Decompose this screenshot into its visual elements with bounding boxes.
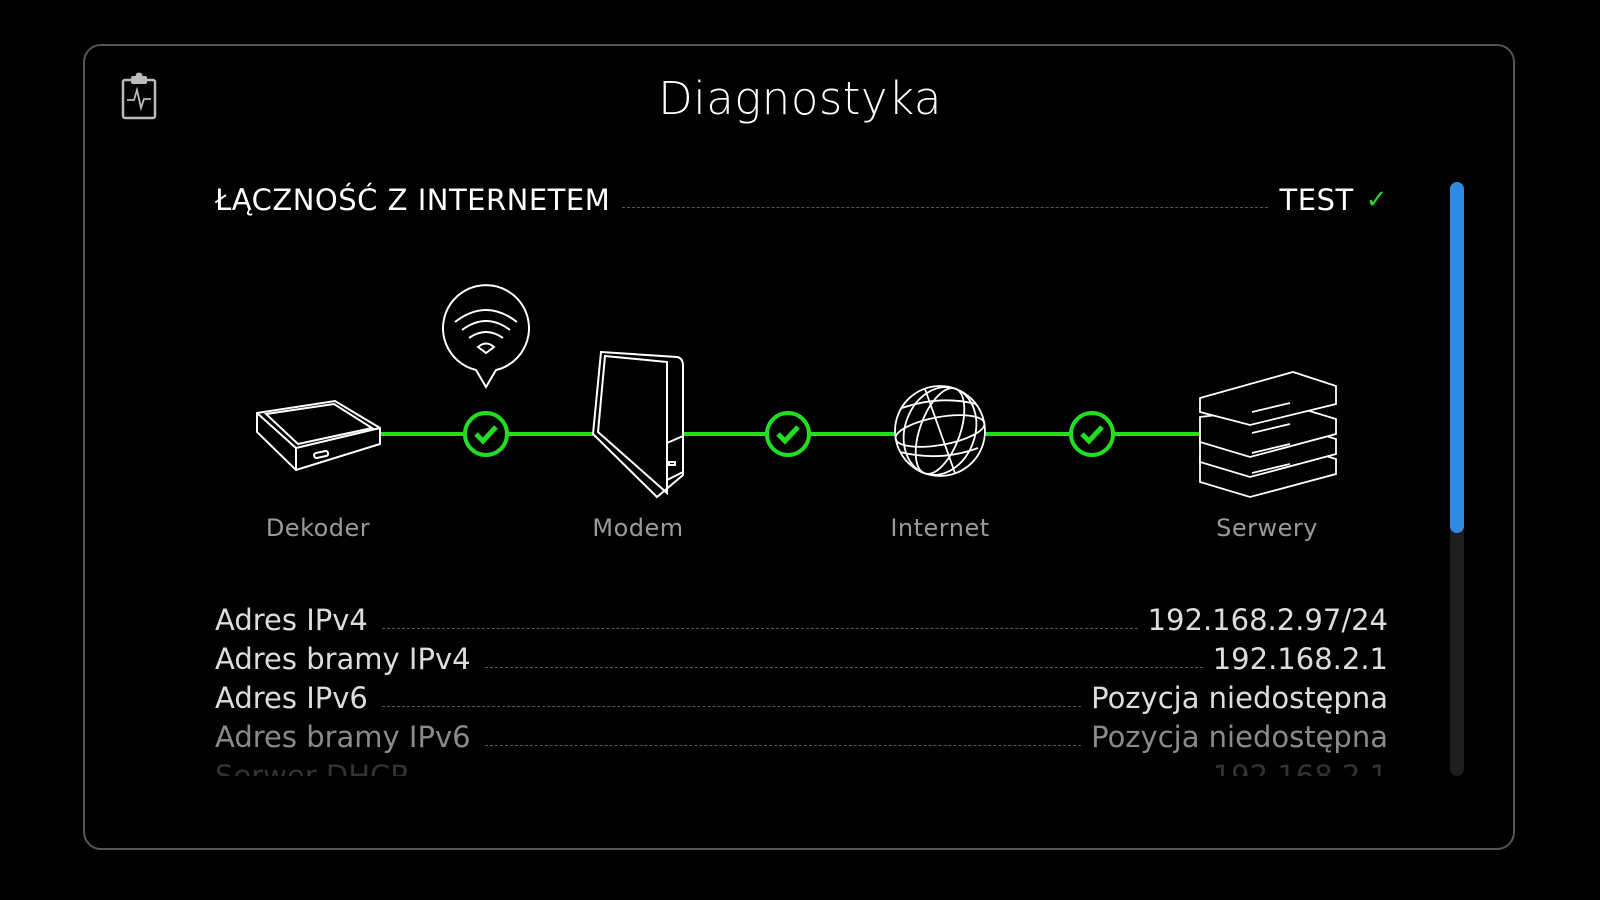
info-row: Serwer DHCP 192.168.2.1 [215,754,1388,776]
dotted-leader [484,667,1203,668]
node-label-internet: Internet [890,514,990,542]
info-value: Pozycja niedostępna [1091,681,1388,715]
dotted-leader [381,628,1138,629]
info-label: Adres bramy IPv4 [215,642,471,676]
status-check-icon [463,411,509,457]
info-label: Adres IPv6 [215,681,368,715]
info-row: Adres bramy IPv6 Pozycja niedostępna [215,715,1388,754]
node-label-serwery: Serwery [1216,514,1318,542]
modem-icon [591,350,684,499]
info-value: 192.168.2.97/24 [1147,603,1388,637]
info-label: Serwer DHCP [215,759,408,776]
dotted-leader [484,745,1082,746]
wifi-icon [442,284,530,389]
status-check-icon [765,411,811,457]
info-row: Adres IPv6 Pozycja niedostępna [215,676,1388,715]
node-label-dekoder: Dekoder [265,514,371,542]
info-row: Adres IPv4 192.168.2.97/24 [215,598,1388,637]
servers-icon [1199,371,1337,498]
section-title: ŁĄCZNOŚĆ Z INTERNETEM [215,183,611,217]
dotted-leader [381,706,1082,707]
page-title: Diagnostyka [658,72,942,125]
scrollbar-thumb[interactable] [1450,182,1464,533]
check-icon: ✓ [1365,185,1388,215]
node-label-modem: Modem [592,514,684,542]
info-row: Adres bramy IPv4 192.168.2.1 [215,637,1388,676]
info-value: Pozycja niedostępna [1091,720,1388,754]
info-label: Adres IPv4 [215,603,368,637]
globe-icon [894,385,986,477]
info-list[interactable]: Adres IPv4 192.168.2.97/24 Adres bramy IP… [215,598,1388,776]
clipboard-pulse-icon [121,72,157,120]
test-button[interactable]: TEST [1279,183,1354,217]
info-value: 192.168.2.1 [1212,642,1388,676]
set-top-box-icon [256,399,381,472]
status-check-icon [1069,411,1115,457]
info-label: Adres bramy IPv6 [215,720,471,754]
diagnostics-panel [83,44,1515,850]
section-header: ŁĄCZNOŚĆ Z INTERNETEM TEST ✓ [215,180,1388,220]
info-value: 192.168.2.1 [1212,759,1388,776]
dotted-leader [622,206,1268,208]
